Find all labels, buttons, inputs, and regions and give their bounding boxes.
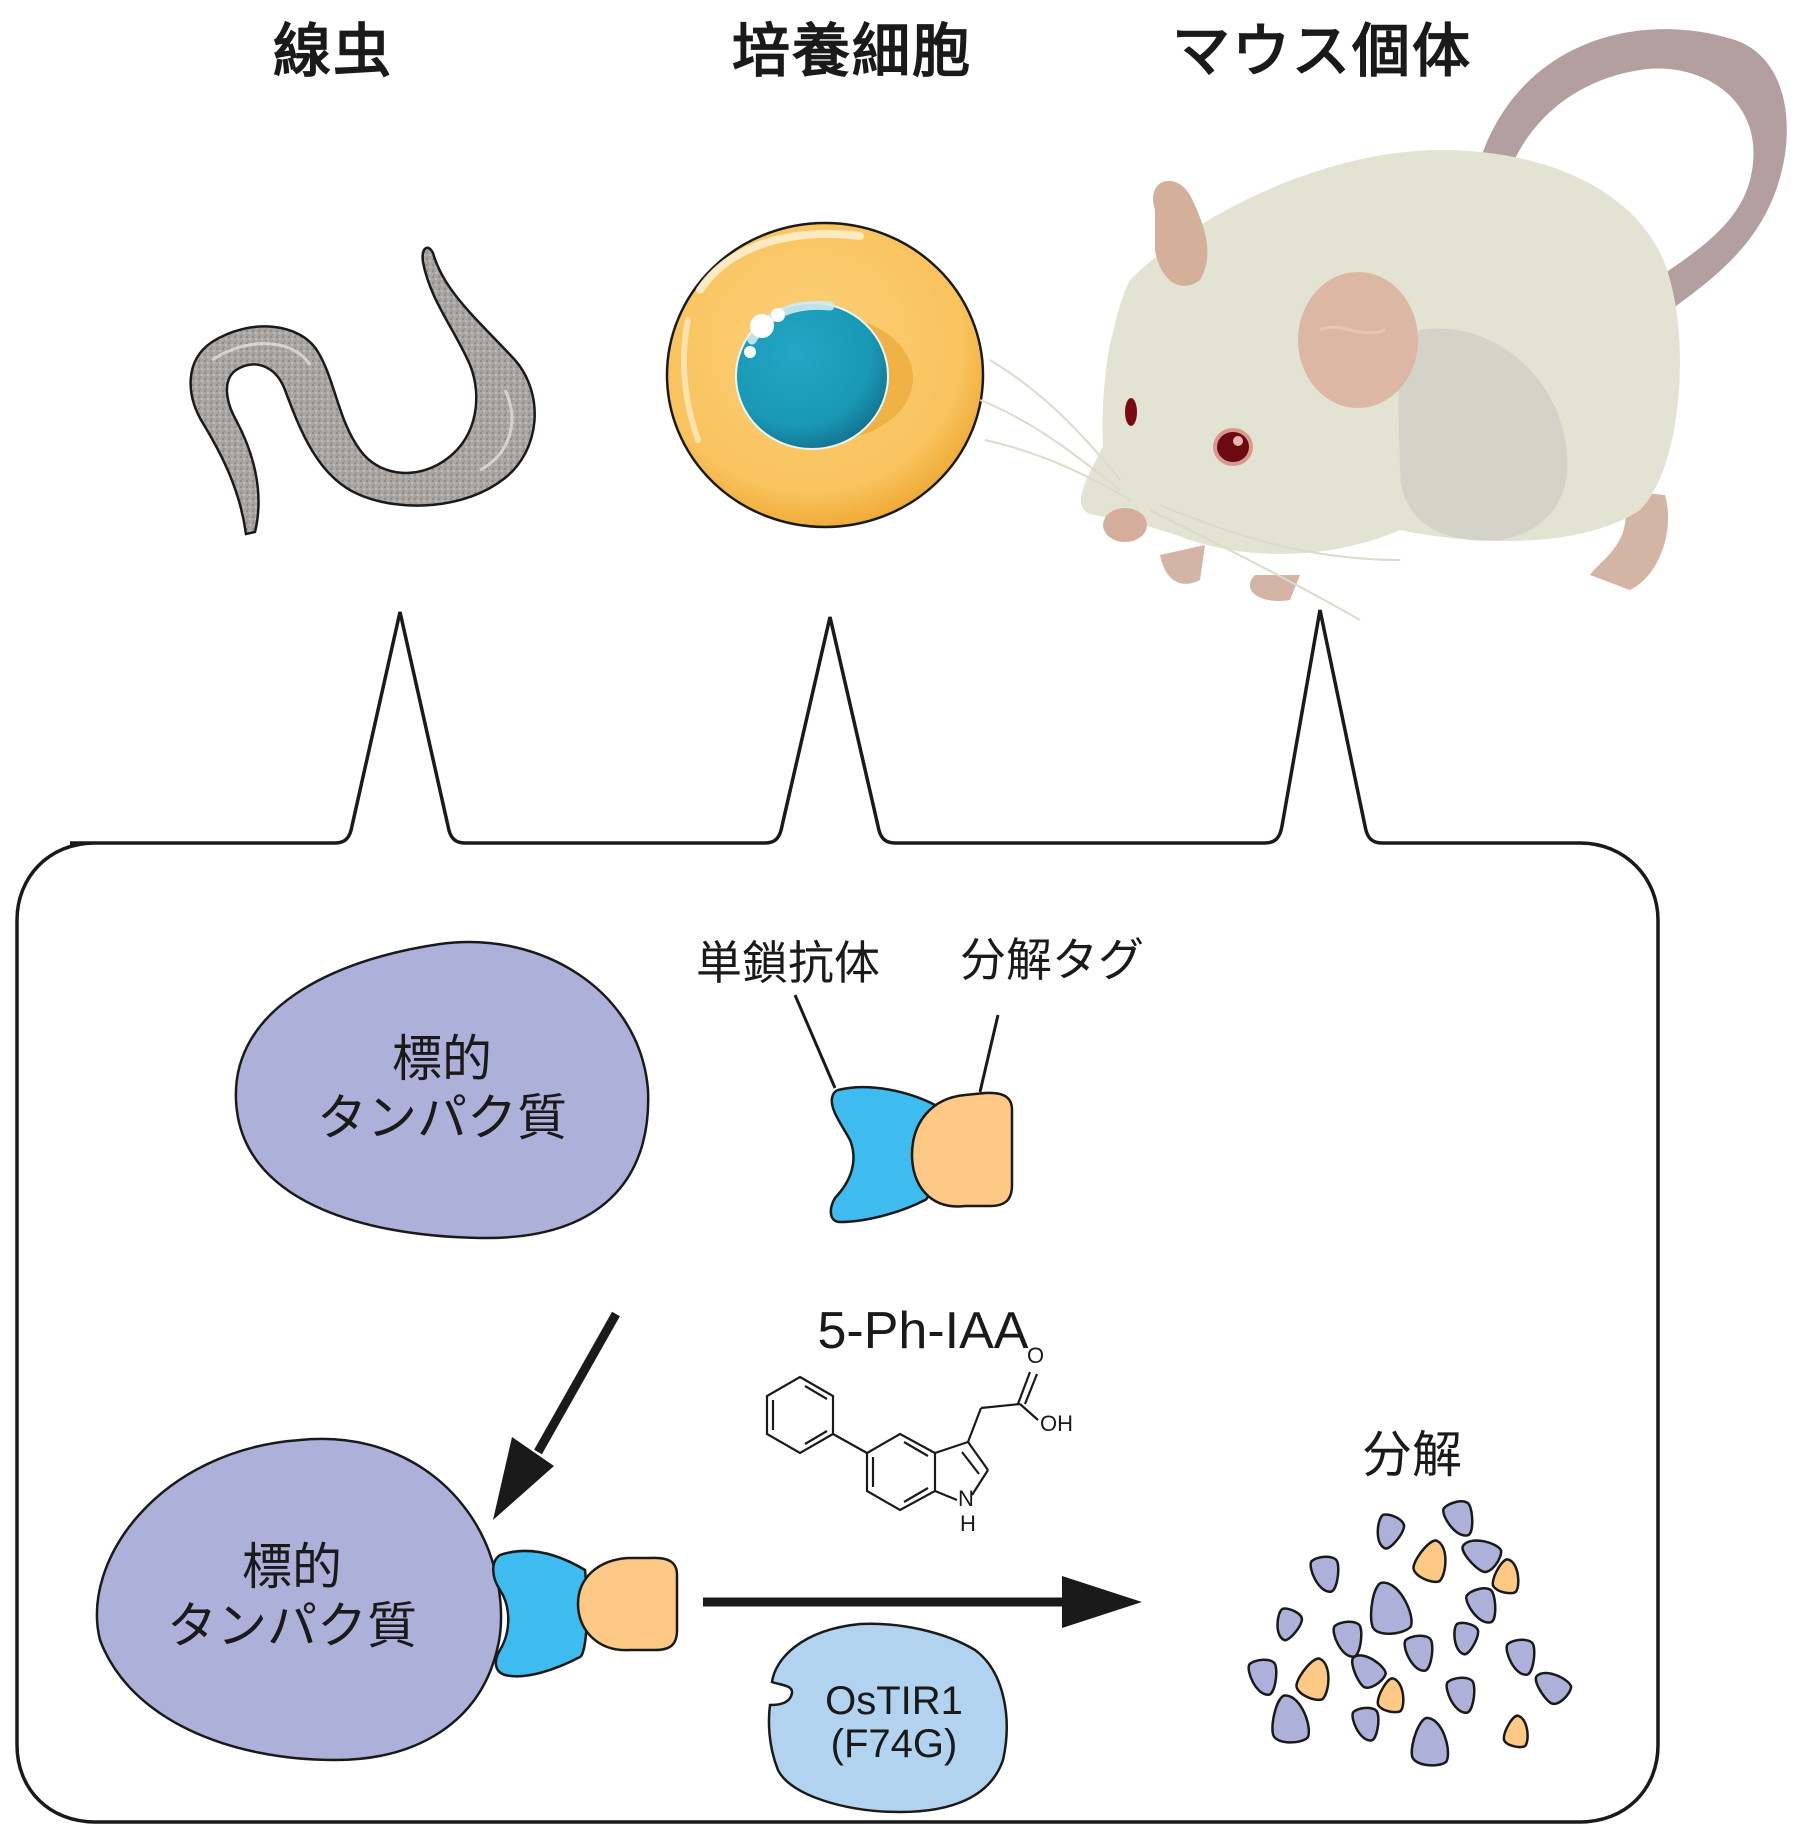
target-protein-label-line2: タンパク質 <box>317 1089 567 1147</box>
protein-fragment <box>1403 1634 1434 1672</box>
ligase-label-line1: OsTIR1 <box>825 1679 963 1723</box>
compound-structure <box>765 1371 1039 1512</box>
protein-fragment <box>1442 1500 1474 1537</box>
compound-atom-oh: OH <box>1040 1411 1073 1436</box>
callout-frame <box>15 609 1660 1824</box>
compound-atom-n: N <box>958 1486 974 1511</box>
antibody-leader-line <box>793 994 837 1089</box>
compound-atom-h: H <box>960 1511 976 1536</box>
compound-atom-o: O <box>1027 1343 1045 1368</box>
ligase-shape <box>767 1622 1008 1814</box>
degron-fragment <box>1295 1657 1330 1702</box>
degron-fragment <box>1376 1677 1405 1714</box>
bound-target-protein-shape <box>95 1437 503 1762</box>
degradation-fragments <box>1247 1500 1573 1767</box>
protein-fragment <box>1369 1581 1413 1636</box>
binding-arrow <box>493 1311 620 1520</box>
protein-fragment <box>1534 1671 1573 1706</box>
organism-label-nematode: 線虫 <box>272 17 394 85</box>
compound-name: 5-Ph-IAA <box>817 1302 1029 1360</box>
cultured-cell-icon <box>665 221 985 529</box>
protein-fragment <box>1410 1716 1450 1767</box>
degron-label: 分解タグ <box>960 933 1144 987</box>
protein-fragment <box>1332 1620 1363 1658</box>
protein-fragment <box>1309 1555 1340 1593</box>
organism-label-cultured-cell: 培養細胞 <box>731 17 973 85</box>
protein-fragment <box>1271 1694 1311 1744</box>
ligase-label: OsTIR1 (F74G) <box>825 1679 963 1767</box>
protein-fragment <box>1461 1539 1503 1574</box>
degron-fragment <box>1491 1558 1520 1595</box>
degradation-arrow <box>703 1576 1142 1628</box>
mouse-icon <box>979 29 1787 621</box>
target-protein-shape <box>234 940 650 1240</box>
organism-label-mouse: マウス個体 <box>1171 17 1473 85</box>
degradation-label: 分解 <box>1362 1426 1462 1484</box>
target-protein-label: 標的 タンパク質 <box>317 1030 567 1148</box>
bound-antibody-shape <box>492 1549 589 1678</box>
protein-fragment <box>1445 1676 1476 1714</box>
degron-shape <box>910 1091 1014 1208</box>
protein-fragment <box>1351 1654 1387 1689</box>
bound-degron-shape <box>576 1556 679 1652</box>
degron-fragment <box>1502 1714 1529 1749</box>
degron-fragment <box>1412 1539 1447 1584</box>
protein-fragment <box>1351 1706 1380 1742</box>
degron-leader-line <box>978 1014 1000 1093</box>
protein-fragment <box>1453 1621 1480 1656</box>
bound-target-protein-label-line1: 標的 <box>242 1538 342 1596</box>
protein-fragment <box>1465 1587 1497 1624</box>
antibody-label: 単鎖抗体 <box>696 936 880 990</box>
bound-target-protein-label-line2: タンパク質 <box>167 1597 417 1655</box>
bound-target-protein-label: 標的 タンパク質 <box>167 1538 417 1656</box>
target-protein-label-line1: 標的 <box>392 1030 492 1088</box>
nematode-icon <box>189 246 536 536</box>
protein-fragment <box>1276 1607 1304 1642</box>
protein-fragment <box>1505 1638 1536 1676</box>
ligase-label-line2: (F74G) <box>830 1722 958 1767</box>
protein-fragment <box>1376 1513 1406 1550</box>
protein-fragment <box>1247 1658 1278 1696</box>
